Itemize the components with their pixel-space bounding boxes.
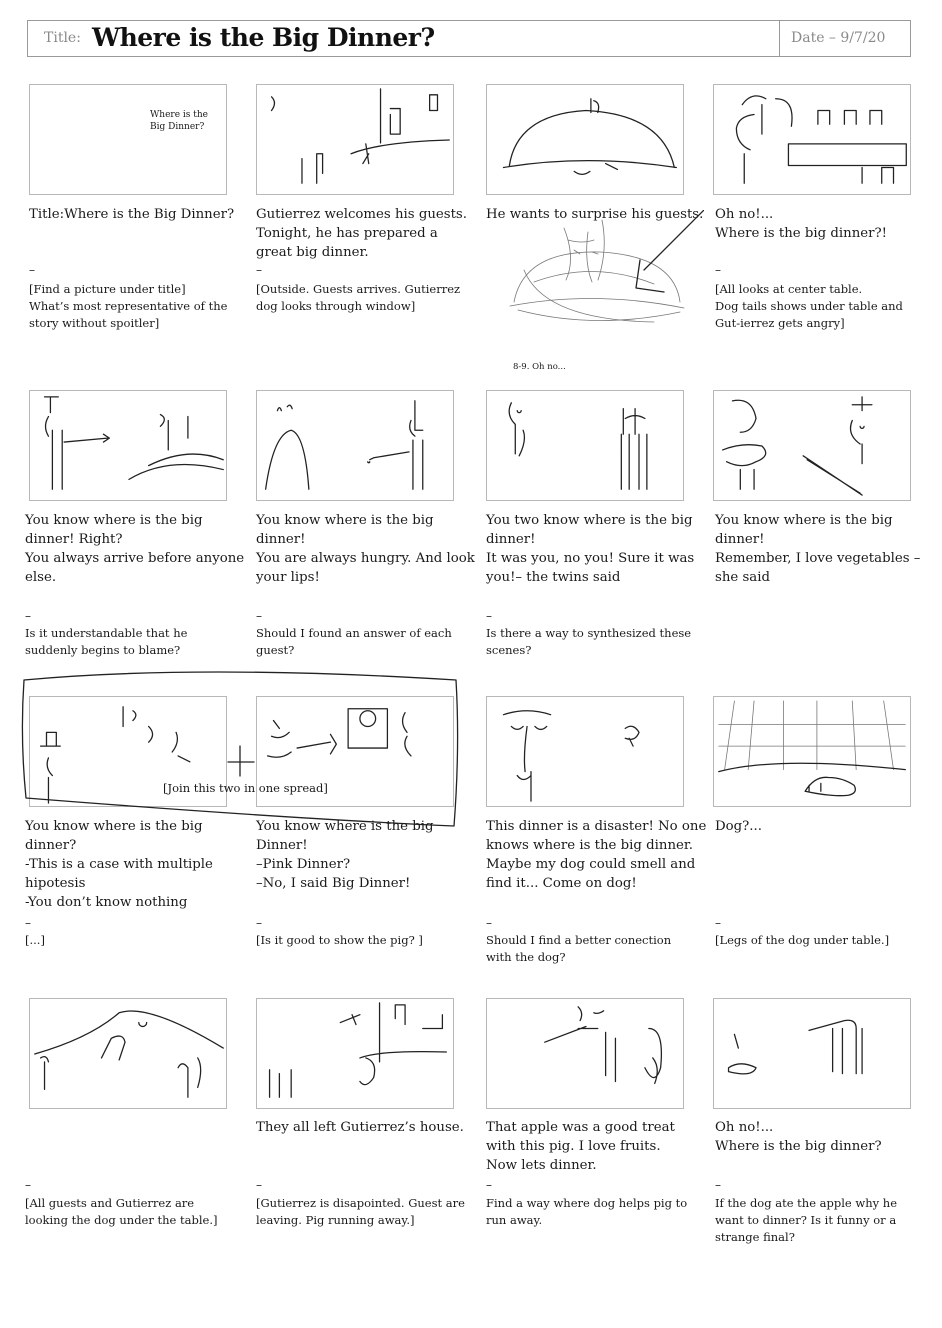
panel-11-note: Should I find a better conection with th… — [486, 933, 672, 964]
panel-1-dialogue: Title:Where is the Big Dinner? — [29, 207, 235, 222]
panel-14-dialogue: They all left Gutierrez’s house. — [256, 1120, 464, 1135]
storyboard-frame-14 — [256, 998, 454, 1109]
panel-11-dialogue: This dinner is a disaster! No one knows … — [486, 819, 707, 891]
panel-7-dialogue: You two know where is the big dinner! It… — [486, 513, 695, 585]
panel-5-divider: – — [25, 609, 31, 623]
panel-6-divider: – — [256, 609, 262, 623]
panel-15-note: Find a way where dog helps pig to run aw… — [486, 1196, 688, 1227]
storyboard-frame-7 — [486, 390, 684, 501]
storyboard-frame-6 — [256, 390, 454, 501]
panel-6-dialogue: You know where is the big dinner! You ar… — [256, 513, 475, 585]
panel-10-note: [Is it good to show the pig? ] — [256, 933, 423, 947]
panel-9-dialogue: You know where is the big dinner? -This … — [25, 819, 213, 910]
panel-8-dialogue: You know where is the big dinner! Rememb… — [715, 513, 921, 585]
panel-3-dialogue: He wants to surprise his guests. — [486, 207, 704, 222]
panel-16-note: If the dog ate the apple why he want to … — [715, 1196, 898, 1244]
panel-9-divider: – — [25, 916, 31, 930]
panel-14-note: [Gutierrez is disapointed. Guest are lea… — [256, 1196, 465, 1227]
title-card-caption: Where is the Big Dinner? — [150, 110, 208, 132]
join-bracket — [21, 671, 459, 827]
panel-2-note: [Outside. Guests arrives. Gutierrez dog … — [256, 282, 461, 313]
panel-12-dialogue: Dog?... — [715, 819, 762, 834]
panel-9-note: [...] — [25, 933, 45, 947]
header-divider — [779, 21, 780, 56]
inline-sketch-caption: 8-9. Oh no... — [513, 362, 566, 372]
storyboard-frame-2 — [256, 84, 454, 195]
panel-1-note: [Find a picture under title] What’s most… — [29, 282, 228, 330]
storyboard-frame-5 — [29, 390, 227, 501]
storyboard-frame-15 — [486, 998, 684, 1109]
panel-5-dialogue: You know where is the big dinner! Right?… — [25, 513, 245, 585]
panel-13-note: [All guests and Gutierrez are looking th… — [25, 1196, 218, 1227]
panel-10-divider: – — [256, 916, 262, 930]
storyboard-frame-8 — [713, 390, 911, 501]
storyboard-frame-9 — [29, 696, 227, 807]
panel-1-divider: – — [29, 263, 35, 277]
storyboard-frame-3 — [486, 84, 684, 195]
storyboard-frame-4 — [713, 84, 911, 195]
panel-6-note: Should I found an answer of each guest? — [256, 626, 452, 657]
date-field: Date – 9/7/20 — [791, 30, 886, 46]
dome-sketch — [509, 210, 704, 323]
panel-15-dialogue: That apple was a good treat with this pi… — [486, 1120, 675, 1173]
storyboard-frame-11 — [486, 696, 684, 807]
page-header: Title: Where is the Big Dinner? Date – 9… — [27, 20, 911, 57]
panel-7-note: Is there a way to synthesized these scen… — [486, 626, 692, 657]
panel-7-divider: – — [486, 609, 492, 623]
panel-14-divider: – — [256, 1178, 262, 1192]
storyboard-frame-1: Where is the Big Dinner? — [29, 84, 227, 195]
panel-5-note: Is it understandable that he suddenly be… — [25, 626, 188, 657]
panel-16-dialogue: Oh no!... Where is the big dinner? — [715, 1120, 882, 1154]
panel-4-note: [All looks at center table. Dog tails sh… — [715, 282, 903, 330]
page-title: Where is the Big Dinner? — [92, 23, 435, 52]
panel-4-dialogue: Oh no!... Where is the big dinner?! — [715, 207, 887, 241]
panel-15-divider: – — [486, 1178, 492, 1192]
join-spread-note: [Join this two in one spread] — [163, 781, 328, 795]
storyboard-frame-12 — [713, 696, 911, 807]
title-label: Title: — [44, 30, 81, 46]
panel-4-divider: – — [715, 263, 721, 277]
panel-2-divider: – — [256, 263, 262, 277]
panel-10-dialogue: You know where is the big Dinner! –Pink … — [256, 819, 434, 891]
storyboard-frame-13 — [29, 998, 227, 1109]
panel-16-divider: – — [715, 1178, 721, 1192]
panel-12-divider: – — [715, 916, 721, 930]
panel-12-note: [Legs of the dog under table.] — [715, 933, 890, 947]
storyboard-frame-10 — [256, 696, 454, 807]
panel-2-dialogue: Gutierrez welcomes his guests. Tonight, … — [256, 207, 467, 260]
storyboard-frame-16 — [713, 998, 911, 1109]
panel-13-divider: – — [25, 1178, 31, 1192]
panel-11-divider: – — [486, 916, 492, 930]
